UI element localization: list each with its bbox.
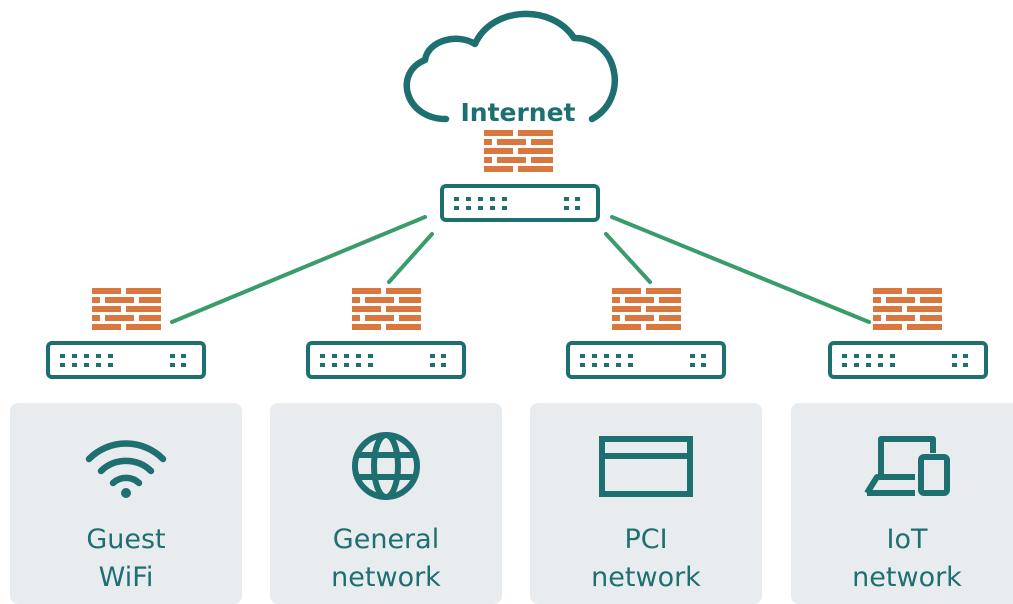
switch-icon-general-network: [306, 341, 466, 379]
segment-label: IoT network: [791, 521, 1013, 597]
wifi-icon: [85, 440, 167, 498]
link-guest-wifi: [170, 215, 427, 324]
segment-label: Guest WiFi: [10, 521, 242, 597]
internet-label: Internet: [460, 98, 575, 127]
segment-label: General network: [270, 521, 502, 597]
connections: [170, 215, 871, 324]
devices-icon: [864, 436, 950, 496]
segment-label-line2: network: [591, 562, 701, 593]
segment-label: PCI network: [530, 521, 762, 597]
card-reader-icon: [599, 436, 693, 497]
segment-label-line1: PCI: [624, 524, 668, 555]
segment-card-pci-network: PCI network: [530, 403, 762, 604]
segment-card-general-network: General network: [270, 403, 502, 604]
switch-icon-core: [440, 184, 600, 222]
segment-card-iot-network: IoT network: [791, 403, 1013, 604]
segment-label-line2: network: [331, 562, 441, 593]
firewall-icon-guest-wifi: [92, 288, 161, 330]
link-general-network: [387, 232, 434, 284]
segment-label-line2: network: [852, 562, 962, 593]
switch-icon-iot-network: [828, 341, 988, 379]
segment-card-guest-wifi: Guest WiFi: [10, 403, 242, 604]
segment-label-line1: IoT: [886, 524, 928, 555]
switch-icon-pci-network: [566, 341, 726, 379]
segment-label-line2: WiFi: [98, 562, 154, 593]
segment-label-line1: General: [332, 524, 440, 555]
cloud-icon: [403, 10, 618, 123]
firewall-icon-pci-network: [612, 288, 681, 330]
firewall-icon-general-network: [352, 288, 421, 330]
link-pci-network: [604, 232, 652, 284]
segment-label-line1: Guest: [86, 524, 166, 555]
link-iot-network: [610, 215, 871, 324]
switch-icon-guest-wifi: [46, 341, 206, 379]
globe-icon: [352, 432, 420, 500]
firewall-icon-iot-network: [873, 288, 942, 330]
firewall-icon-core: [484, 130, 553, 172]
